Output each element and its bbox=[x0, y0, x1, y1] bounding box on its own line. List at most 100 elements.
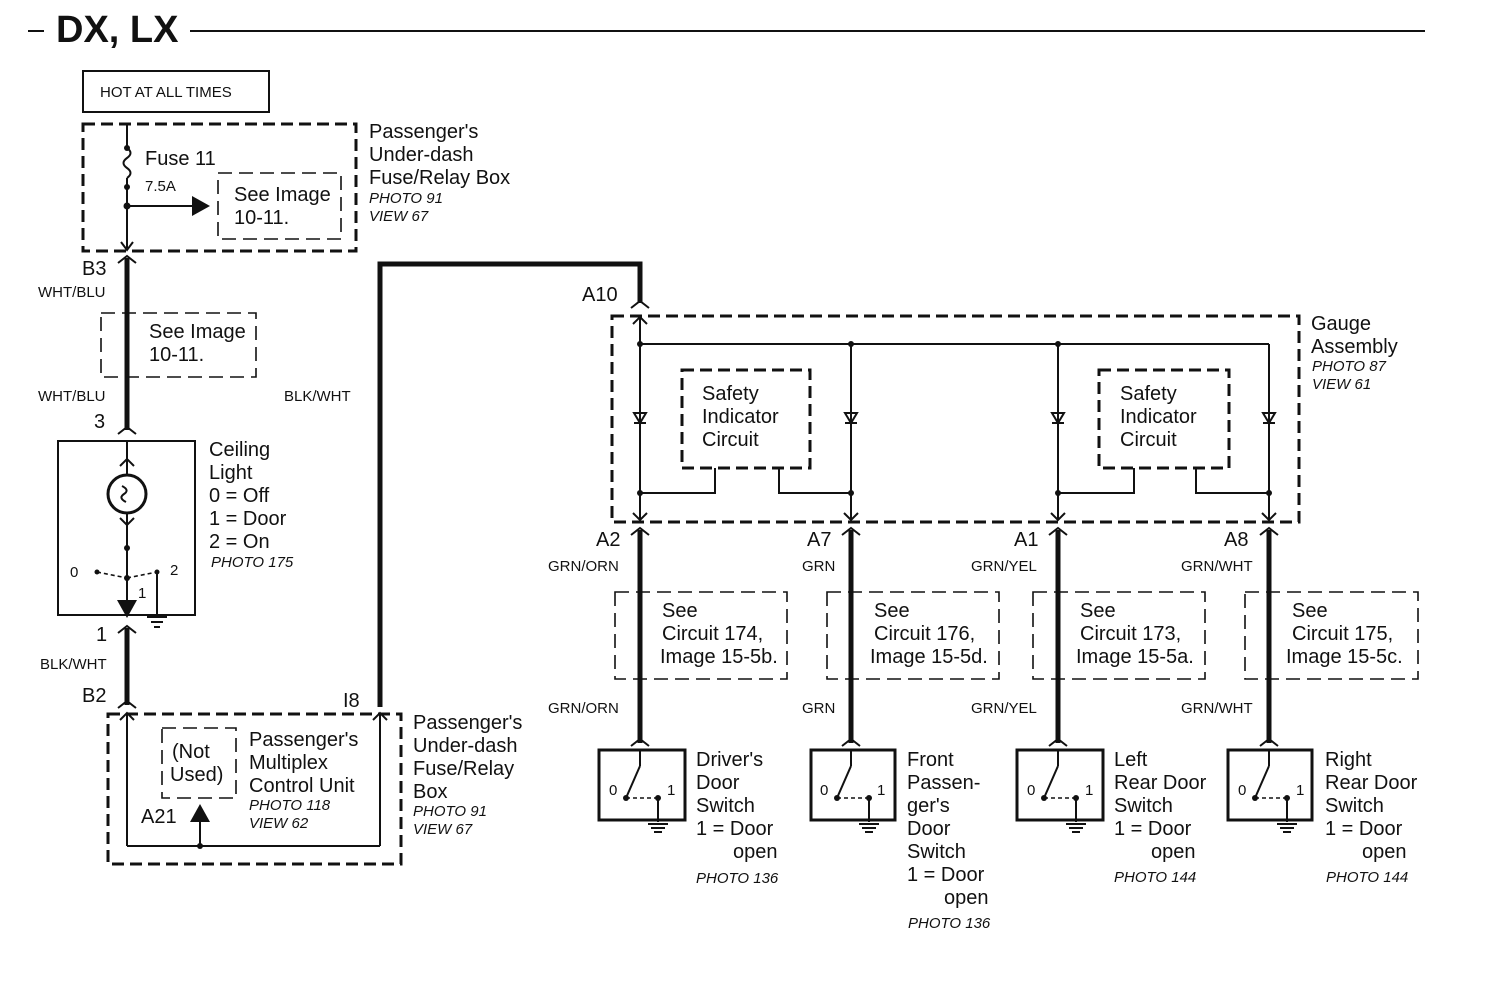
front-label-3: ger's bbox=[907, 795, 950, 817]
circuit-175-line3: Image 15-5c. bbox=[1286, 646, 1403, 668]
left-rear-photo: PHOTO 144 bbox=[1114, 869, 1196, 886]
fuse-box-top-label-3: Fuse/Relay Box bbox=[369, 167, 510, 189]
ceiling-pos-2: 2 bbox=[170, 562, 178, 579]
hot-label: HOT AT ALL TIMES bbox=[100, 84, 232, 101]
connector-a8: A8 bbox=[1224, 529, 1248, 551]
fuse-relay-box-bottom: (Not Used) Passenger's Multiplex Control… bbox=[106, 690, 522, 866]
safety-left-line2: Indicator bbox=[702, 406, 779, 428]
hot-at-all-times-box: HOT AT ALL TIMES bbox=[82, 70, 270, 113]
front-label-2: Passen- bbox=[907, 772, 980, 794]
fuse-box-bottom-label-4: Box bbox=[413, 781, 447, 803]
driver-label-3: Switch bbox=[696, 795, 755, 817]
circuit-174-line2: Circuit 174, bbox=[662, 623, 763, 645]
ceiling-light: 0 2 1 Ceiling Light 0 = Off 1 = Door 2 =… bbox=[57, 439, 294, 628]
fuse-box-bottom-view: VIEW 67 bbox=[413, 821, 473, 838]
not-used-line1: (Not bbox=[172, 741, 210, 763]
ceiling-photo: PHOTO 175 bbox=[211, 554, 294, 571]
connector-a7: A7 bbox=[807, 529, 831, 551]
see-image-top-line2: 10-11. bbox=[234, 207, 289, 229]
wire-label-grn-2: GRN bbox=[802, 700, 835, 717]
see-image-top-line1: See Image bbox=[234, 184, 331, 206]
page-title: DX, LX bbox=[56, 9, 179, 51]
ceiling-pos-1: 1 bbox=[138, 585, 146, 602]
right-rear-photo: PHOTO 144 bbox=[1326, 869, 1408, 886]
ceiling-label-4: 1 = Door bbox=[209, 508, 287, 530]
branch-right-rear-door: A8 GRN/WHT GRN/WHT See Circuit 175, Imag… bbox=[1181, 526, 1419, 886]
left-rear-label-1: Left bbox=[1114, 749, 1148, 771]
fuse-box-top-view: VIEW 67 bbox=[369, 208, 429, 225]
see-image-mid-line2: 10-11. bbox=[149, 344, 204, 366]
not-used-line2: Used) bbox=[170, 764, 223, 786]
connector-b3: B3 bbox=[82, 258, 106, 280]
circuit-176-line3: Image 15-5d. bbox=[870, 646, 988, 668]
wire-label-grn-yel-2: GRN/YEL bbox=[971, 700, 1037, 717]
safety-right-line3: Circuit bbox=[1120, 429, 1177, 451]
ceiling-label-3: 0 = Off bbox=[209, 485, 270, 507]
safety-right-line1: Safety bbox=[1120, 383, 1177, 405]
right-rear-label-2: Rear Door bbox=[1325, 772, 1418, 794]
mcu-photo: PHOTO 118 bbox=[249, 797, 331, 814]
driver-pos-0: 0 bbox=[609, 782, 617, 799]
driver-label-1: Driver's bbox=[696, 749, 763, 771]
circuit-173-line1: See bbox=[1080, 600, 1116, 622]
circuit-175-line2: Circuit 175, bbox=[1292, 623, 1393, 645]
fuse-rating: 7.5A bbox=[145, 178, 176, 195]
safety-left-line1: Safety bbox=[702, 383, 759, 405]
wire-label-wht-blu-2: WHT/BLU bbox=[38, 388, 106, 405]
connector-a2: A2 bbox=[596, 529, 620, 551]
fuse-box-bottom-label-3: Fuse/Relay bbox=[413, 758, 514, 780]
mcu-label-2: Multiplex bbox=[249, 752, 328, 774]
diagram-title: DX, LX bbox=[28, 9, 1425, 51]
wire-blk-wht-left: 1 BLK/WHT B2 bbox=[40, 624, 137, 709]
safety-right-line2: Indicator bbox=[1120, 406, 1197, 428]
ceiling-label-5: 2 = On bbox=[209, 531, 270, 553]
left-rear-label-4: 1 = Door bbox=[1114, 818, 1192, 840]
bulb-icon bbox=[106, 473, 148, 515]
driver-pos-1: 1 bbox=[667, 782, 675, 799]
fuse-box-top-photo: PHOTO 91 bbox=[369, 190, 443, 207]
driver-label-2: Door bbox=[696, 772, 740, 794]
fuse-box-top-label-1: Passenger's bbox=[369, 121, 478, 143]
connector-a10: A10 bbox=[582, 284, 618, 306]
circuit-174-line3: Image 15-5b. bbox=[660, 646, 778, 668]
wire-blk-wht-main: BLK/WHT A10 bbox=[284, 261, 650, 707]
front-pos-1: 1 bbox=[877, 782, 885, 799]
right-rear-pos-1: 1 bbox=[1296, 782, 1304, 799]
fuse-box-bottom-photo: PHOTO 91 bbox=[413, 803, 487, 820]
see-image-mid-line1: See Image bbox=[149, 321, 246, 343]
connector-i8: I8 bbox=[343, 690, 360, 712]
gauge-view: VIEW 61 bbox=[1312, 376, 1371, 393]
mcu-label-1: Passenger's bbox=[249, 729, 358, 751]
gauge-photo: PHOTO 87 bbox=[1312, 358, 1387, 375]
gauge-assembly: Safety Indicator Circuit Safety Indicato… bbox=[610, 313, 1398, 524]
fuse-box-bottom-label-1: Passenger's bbox=[413, 712, 522, 734]
front-label-6: 1 = Door bbox=[907, 864, 985, 886]
wire-label-grn-yel-1: GRN/YEL bbox=[971, 558, 1037, 575]
left-rear-label-2: Rear Door bbox=[1114, 772, 1207, 794]
connector-b2: B2 bbox=[82, 685, 106, 707]
branch-left-rear-door: A1 GRN/YEL GRN/YEL See Circuit 173, Imag… bbox=[971, 526, 1207, 886]
ceiling-label-1: Ceiling bbox=[209, 439, 270, 461]
branch-drivers-door: A2 GRN/ORN GRN/ORN See Circuit 174, Imag… bbox=[548, 526, 788, 887]
safety-left-line3: Circuit bbox=[702, 429, 759, 451]
circuit-176-line1: See bbox=[874, 600, 910, 622]
branch-front-passenger-door: A7 GRN GRN See Circuit 176, Image 15-5d.… bbox=[802, 526, 1000, 932]
wire-label-blk-wht-2: BLK/WHT bbox=[284, 388, 351, 405]
circuit-174-line1: See bbox=[662, 600, 698, 622]
connector-pin-3: 3 bbox=[94, 411, 105, 433]
wire-label-wht-blu-1: WHT/BLU bbox=[38, 284, 106, 301]
fuse-box-bottom-label-2: Under-dash bbox=[413, 735, 518, 757]
front-label-5: Switch bbox=[907, 841, 966, 863]
wire-label-blk-wht-1: BLK/WHT bbox=[40, 656, 107, 673]
fuse-box-top-label-2: Under-dash bbox=[369, 144, 474, 166]
mcu-label-3: Control Unit bbox=[249, 775, 355, 797]
ceiling-pos-0: 0 bbox=[70, 564, 78, 581]
right-rear-label-1: Right bbox=[1325, 749, 1372, 771]
front-photo: PHOTO 136 bbox=[908, 915, 991, 932]
wire-label-grn-orn-1: GRN/ORN bbox=[548, 558, 619, 575]
driver-label-5: open bbox=[733, 841, 778, 863]
wire-wht-blu: B3 WHT/BLU WHT/BLU 3 See Image 10-11. bbox=[38, 254, 257, 435]
connector-pin-1: 1 bbox=[96, 624, 107, 646]
front-label-7: open bbox=[944, 887, 989, 909]
fuse-name: Fuse 11 bbox=[145, 148, 216, 170]
